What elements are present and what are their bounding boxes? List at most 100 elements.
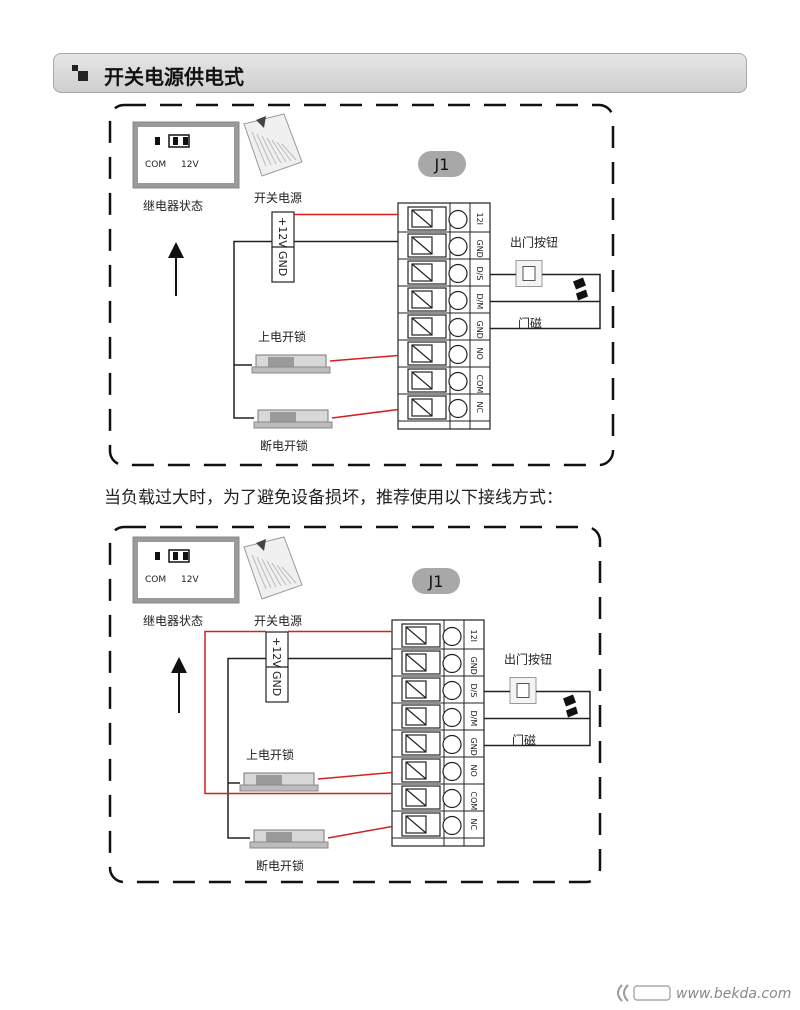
power-supply-vent bbox=[271, 562, 287, 586]
relay-12v-label: 12V bbox=[181, 575, 199, 585]
terminal-label: D/S bbox=[469, 684, 478, 698]
terminal-screw-slash bbox=[405, 815, 427, 834]
terminal-screw-slash bbox=[405, 626, 427, 645]
power-supply-icon bbox=[243, 536, 303, 600]
power-off-lock-plate bbox=[270, 412, 296, 422]
terminal-hole-icon bbox=[442, 707, 462, 728]
section-bullet-icon bbox=[72, 65, 88, 81]
terminal-label: NO bbox=[475, 348, 484, 360]
terminal-screw-slash bbox=[405, 653, 427, 672]
terminal-hole-icon bbox=[448, 236, 468, 257]
door-magnet-icon bbox=[563, 694, 576, 707]
relay-state-label: 继电器状态 bbox=[143, 199, 203, 213]
terminal-hole-icon bbox=[448, 398, 468, 419]
terminal-screw-slash bbox=[405, 788, 427, 807]
power-on-lock-base bbox=[251, 366, 331, 374]
terminal-label: GND bbox=[475, 321, 484, 339]
terminal-screw-slash bbox=[411, 344, 433, 363]
relay-jumper-icon bbox=[168, 549, 190, 563]
power-supply-logo-icon bbox=[256, 539, 266, 551]
relay-pin-icon bbox=[183, 552, 188, 560]
power-on-lock-plate bbox=[268, 357, 294, 367]
terminal-screw-slash bbox=[411, 398, 433, 417]
relay-state-panel bbox=[138, 127, 234, 183]
wire-lock1-no bbox=[329, 354, 399, 362]
power-supply-vent bbox=[251, 554, 267, 590]
dashed-boundary bbox=[108, 103, 615, 467]
section-title: 开关电源供电式 bbox=[104, 65, 244, 89]
power-supply-vent bbox=[261, 558, 277, 588]
terminal-screw-slash bbox=[405, 761, 427, 780]
terminal-screw-slash bbox=[411, 371, 433, 390]
exit-button-face bbox=[522, 266, 536, 281]
terminal-label: D/M bbox=[469, 711, 478, 727]
wire-gnd-locks bbox=[227, 657, 266, 839]
power-supply-vent bbox=[266, 137, 282, 164]
plus12v-label: +12V bbox=[270, 637, 283, 668]
power-on-lock-label: 上电开锁 bbox=[246, 747, 294, 762]
power-off-lock-base bbox=[253, 421, 333, 429]
door-magnet-icon bbox=[566, 706, 578, 718]
relay-jumper-icon bbox=[168, 134, 190, 148]
terminal-screw-slash bbox=[411, 290, 433, 309]
power-supply-vent bbox=[256, 133, 272, 166]
power-supply-vent bbox=[276, 141, 292, 162]
exit-button-label: 出门按钮 bbox=[504, 652, 552, 667]
relay-pin-icon bbox=[173, 552, 178, 560]
terminal-label: GND bbox=[469, 657, 478, 675]
power-off-lock-label: 断电开锁 bbox=[256, 858, 304, 873]
power-supply-vent bbox=[251, 131, 267, 167]
section-title-bar: 开关电源供电式 bbox=[53, 53, 747, 93]
relay-pin-icon bbox=[173, 137, 178, 145]
relay-com-label: COM bbox=[145, 575, 166, 585]
up-arrow-icon bbox=[171, 657, 187, 673]
up-arrow-icon bbox=[168, 242, 184, 258]
caption-text: 当负载过大时，为了避免设备损坏，推荐使用以下接线方式： bbox=[104, 488, 563, 508]
relay-state-panel bbox=[138, 542, 234, 598]
terminal-hole-icon bbox=[442, 788, 462, 809]
j1-label: J1 bbox=[434, 155, 450, 174]
terminal-hole-icon bbox=[442, 626, 462, 647]
terminal-screw-slash bbox=[411, 236, 433, 255]
terminal-label: NC bbox=[469, 819, 478, 831]
terminal-label: NC bbox=[475, 402, 484, 414]
terminal-label: D/S bbox=[475, 267, 484, 281]
relay-state-label: 继电器状态 bbox=[143, 614, 203, 628]
power-on-lock-plate bbox=[256, 775, 282, 785]
power-supply-vent bbox=[281, 143, 297, 161]
terminal-hole-icon bbox=[448, 317, 468, 338]
dashed-boundary bbox=[108, 525, 602, 884]
watermark-logo-icon bbox=[617, 984, 671, 1002]
terminal-screw-slash bbox=[411, 317, 433, 336]
wire-lock1-no bbox=[317, 771, 393, 780]
terminal-hole-icon bbox=[448, 344, 468, 365]
terminal-screw-slash bbox=[405, 707, 427, 726]
power-supply-vent bbox=[271, 139, 287, 163]
power-supply-vent bbox=[281, 566, 297, 584]
power-off-lock-label: 断电开锁 bbox=[260, 438, 308, 453]
terminal-hole-icon bbox=[442, 761, 462, 782]
door-magnet-icon bbox=[573, 277, 586, 290]
relay-pin-icon bbox=[155, 137, 160, 145]
terminal-hole-icon bbox=[448, 263, 468, 284]
relay-pin-icon bbox=[155, 552, 160, 560]
terminal-label: 12I bbox=[469, 630, 478, 643]
power-supply-vent bbox=[276, 564, 292, 585]
power-off-lock-plate bbox=[266, 832, 292, 842]
exit-button-label: 出门按钮 bbox=[510, 235, 558, 250]
door-magnet-label: 门磁 bbox=[518, 316, 542, 331]
psu-gnd-label: GND bbox=[276, 251, 289, 276]
relay-12v-label: 12V bbox=[181, 160, 199, 170]
wire-lock2-nc bbox=[327, 825, 393, 839]
door-magnet-icon bbox=[576, 289, 588, 301]
terminal-hole-icon bbox=[448, 209, 468, 230]
terminal-screw-slash bbox=[411, 209, 433, 228]
power-on-lock-label: 上电开锁 bbox=[258, 329, 306, 344]
terminal-hole-icon bbox=[442, 734, 462, 755]
wire-lock2-nc bbox=[331, 408, 399, 419]
watermark-url: www.bekda.com bbox=[676, 986, 792, 1002]
terminal-hole-icon bbox=[442, 815, 462, 836]
power-supply-logo-icon bbox=[256, 116, 266, 128]
